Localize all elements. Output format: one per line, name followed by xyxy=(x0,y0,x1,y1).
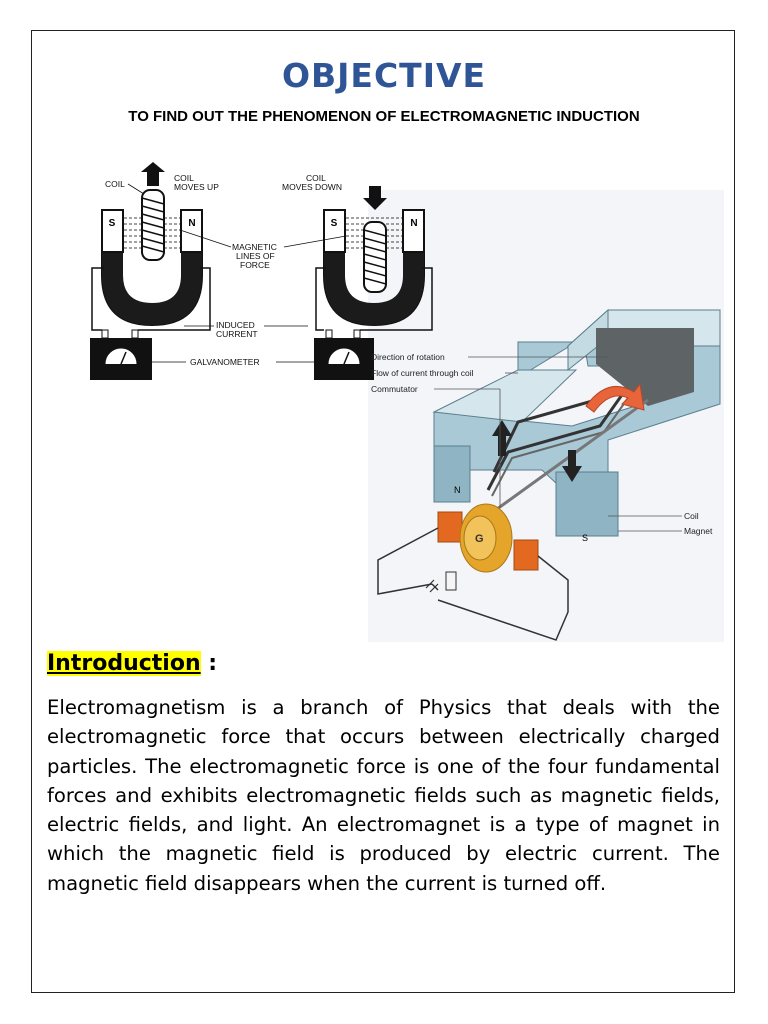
label-coil-moves-up-2: MOVES UP xyxy=(174,182,219,192)
galvanometer-g-label: G xyxy=(475,533,484,545)
electromagnetic-induction-figure: S N S N xyxy=(90,162,724,642)
introduction-heading-colon: : xyxy=(200,651,218,676)
label-galvanometer: GALVANOMETER xyxy=(190,357,260,367)
page-subtitle: TO FIND OUT THE PHENOMENON OF ELECTROMAG… xyxy=(128,108,640,125)
u-magnet-left: S N xyxy=(90,162,211,380)
label-magnetic-3: FORCE xyxy=(240,260,270,270)
page-title: OBJECTIVE xyxy=(281,56,487,95)
pole-s-label-right: S xyxy=(331,218,338,229)
introduction-body: Electromagnetism is a branch of Physics … xyxy=(47,696,720,895)
label-coil: COIL xyxy=(105,179,125,189)
label-induced-2: CURRENT xyxy=(216,329,258,339)
label-induced-1: INDUCED xyxy=(216,320,255,330)
dc-motor-diagram: N S G xyxy=(377,308,721,641)
label-magnetic-1: MAGNETIC xyxy=(232,242,277,252)
pole-s-label-motor: S xyxy=(582,533,588,543)
introduction-heading-text: Introduction xyxy=(47,651,201,676)
label-coil-motor: Coil xyxy=(684,511,699,521)
pole-n-label-right: N xyxy=(410,218,417,229)
page-border xyxy=(31,30,735,993)
label-direction-of-rotation: Direction of rotation xyxy=(371,352,445,362)
label-magnetic-2: LINES OF xyxy=(236,251,275,261)
pole-n-label-motor: N xyxy=(454,485,461,495)
label-magnet: Magnet xyxy=(684,526,713,536)
label-coil-moves-down-2: MOVES DOWN xyxy=(282,182,342,192)
label-coil-moves-down-1: COIL xyxy=(306,173,326,183)
u-magnet-right: S N xyxy=(314,186,433,380)
introduction-heading: Introduction : xyxy=(47,651,217,676)
label-commutator: Commutator xyxy=(371,384,418,394)
label-coil-moves-up-1: COIL xyxy=(174,173,194,183)
label-flow-of-current: Flow of current through coil xyxy=(371,368,474,378)
pole-n-label-left: N xyxy=(188,218,195,229)
pole-s-label-left: S xyxy=(109,218,116,229)
